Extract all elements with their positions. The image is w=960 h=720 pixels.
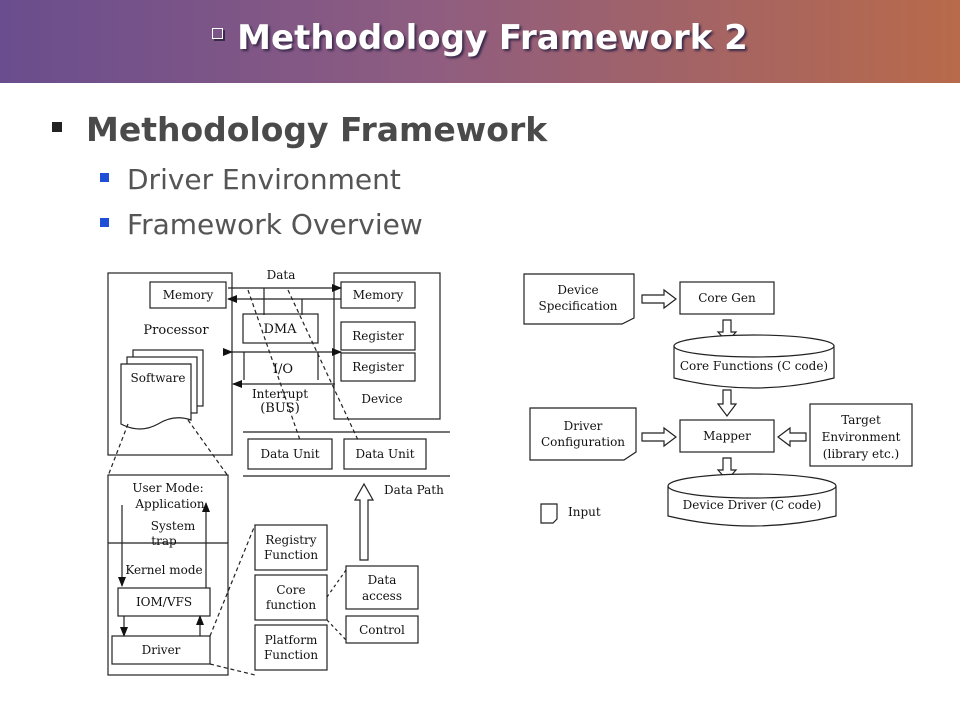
- svg-text:(BUS): (BUS): [260, 401, 300, 416]
- core-functions-store: [673, 346, 835, 389]
- svg-text:(library etc.): (library etc.): [823, 447, 899, 461]
- svg-text:Function: Function: [264, 548, 318, 562]
- svg-text:Target: Target: [841, 413, 881, 427]
- svg-text:Interrupt: Interrupt: [252, 387, 308, 401]
- data-path-arrow-icon: [353, 482, 375, 561]
- svg-text:IOM/VFS: IOM/VFS: [136, 595, 192, 609]
- square-bullet-icon: [52, 121, 62, 132]
- bullet-framework-overview: Framework Overview: [100, 208, 423, 241]
- svg-text:User Mode:: User Mode:: [132, 481, 203, 495]
- driver-environment-diagram: Memory Processor Software Memory Registe…: [107, 268, 450, 676]
- svg-text:Kernel mode: Kernel mode: [125, 563, 202, 577]
- svg-text:Register: Register: [352, 329, 404, 343]
- svg-text:Data: Data: [368, 573, 397, 587]
- svg-text:Input: Input: [568, 505, 601, 519]
- svg-text:Configuration: Configuration: [541, 435, 625, 449]
- svg-text:Data Unit: Data Unit: [260, 447, 319, 461]
- processor-box: [107, 272, 233, 456]
- data-unit-box-2: [343, 438, 427, 470]
- software-document: [120, 363, 192, 430]
- right-arrow-icon: [641, 288, 677, 310]
- svg-text:Device: Device: [557, 283, 598, 297]
- svg-text:Mapper: Mapper: [703, 429, 751, 443]
- svg-text:Registry: Registry: [265, 533, 316, 547]
- mode-box: [107, 474, 229, 676]
- device-box: [333, 272, 441, 420]
- bullet-level1: Methodology Framework: [52, 110, 547, 149]
- svg-text:Driver: Driver: [564, 419, 603, 433]
- svg-text:Data: Data: [267, 268, 296, 282]
- register-box-1: [340, 321, 416, 351]
- right-arrow-icon: [641, 426, 677, 448]
- svg-text:Core Gen: Core Gen: [698, 291, 756, 305]
- square-bullet-icon: [212, 28, 224, 39]
- svg-text:Control: Control: [359, 623, 405, 637]
- svg-text:Driver: Driver: [142, 643, 181, 657]
- svg-text:trap: trap: [151, 534, 177, 548]
- svg-text:Software: Software: [131, 371, 186, 385]
- svg-text:Memory: Memory: [353, 288, 404, 302]
- memory-right-box: [340, 281, 416, 309]
- slide-title: Methodology Framework 2: [0, 18, 960, 58]
- svg-text:access: access: [362, 589, 402, 603]
- svg-text:Register: Register: [352, 360, 404, 374]
- iom-vfs-box: [117, 587, 211, 617]
- registry-function-box: [254, 524, 328, 571]
- svg-text:Data Unit: Data Unit: [355, 447, 414, 461]
- svg-text:Data Path: Data Path: [384, 483, 444, 497]
- svg-text:Application: Application: [134, 497, 204, 511]
- register-box-2: [340, 352, 416, 382]
- core-gen-box: [679, 281, 775, 315]
- blue-square-bullet-icon: [100, 217, 109, 227]
- title-bar: Methodology Framework 2: [0, 0, 960, 83]
- bullet-driver-environment: Driver Environment: [100, 163, 401, 196]
- platform-function-box: [254, 624, 328, 671]
- driver-configuration-doc: [529, 407, 637, 461]
- svg-text:DMA: DMA: [263, 322, 297, 337]
- svg-text:Device: Device: [361, 392, 402, 406]
- svg-text:Core Functions (C code): Core Functions (C code): [680, 359, 828, 373]
- driver-box: [111, 635, 211, 665]
- svg-text:Memory: Memory: [163, 288, 214, 302]
- input-legend-icon: [540, 503, 558, 524]
- dma-box: [242, 313, 319, 344]
- device-specification-doc: [523, 273, 635, 325]
- framework-overview-diagram: Device Specification Core Gen Core Funct…: [523, 273, 913, 527]
- control-box: [345, 615, 419, 644]
- mapper-box: [679, 419, 775, 453]
- svg-text:Function: Function: [264, 648, 318, 662]
- svg-text:Environment: Environment: [822, 430, 901, 444]
- svg-text:Core: Core: [276, 583, 305, 597]
- left-arrow-icon: [777, 426, 807, 448]
- memory-left-box: [149, 281, 227, 309]
- svg-text:I/O: I/O: [273, 362, 293, 377]
- core-function-box: [254, 574, 328, 621]
- data-access-box: [345, 565, 419, 610]
- svg-text:Device Driver (C code): Device Driver (C code): [683, 498, 822, 512]
- svg-text:function: function: [266, 598, 317, 612]
- svg-text:Specification: Specification: [538, 299, 617, 313]
- svg-text:Processor: Processor: [143, 323, 209, 338]
- svg-text:Platform: Platform: [265, 633, 318, 647]
- target-environment-box: [809, 403, 913, 467]
- data-unit-box-1: [247, 438, 333, 470]
- down-arrow-icon: [716, 389, 738, 417]
- blue-square-bullet-icon: [100, 172, 109, 182]
- svg-text:System: System: [151, 519, 196, 533]
